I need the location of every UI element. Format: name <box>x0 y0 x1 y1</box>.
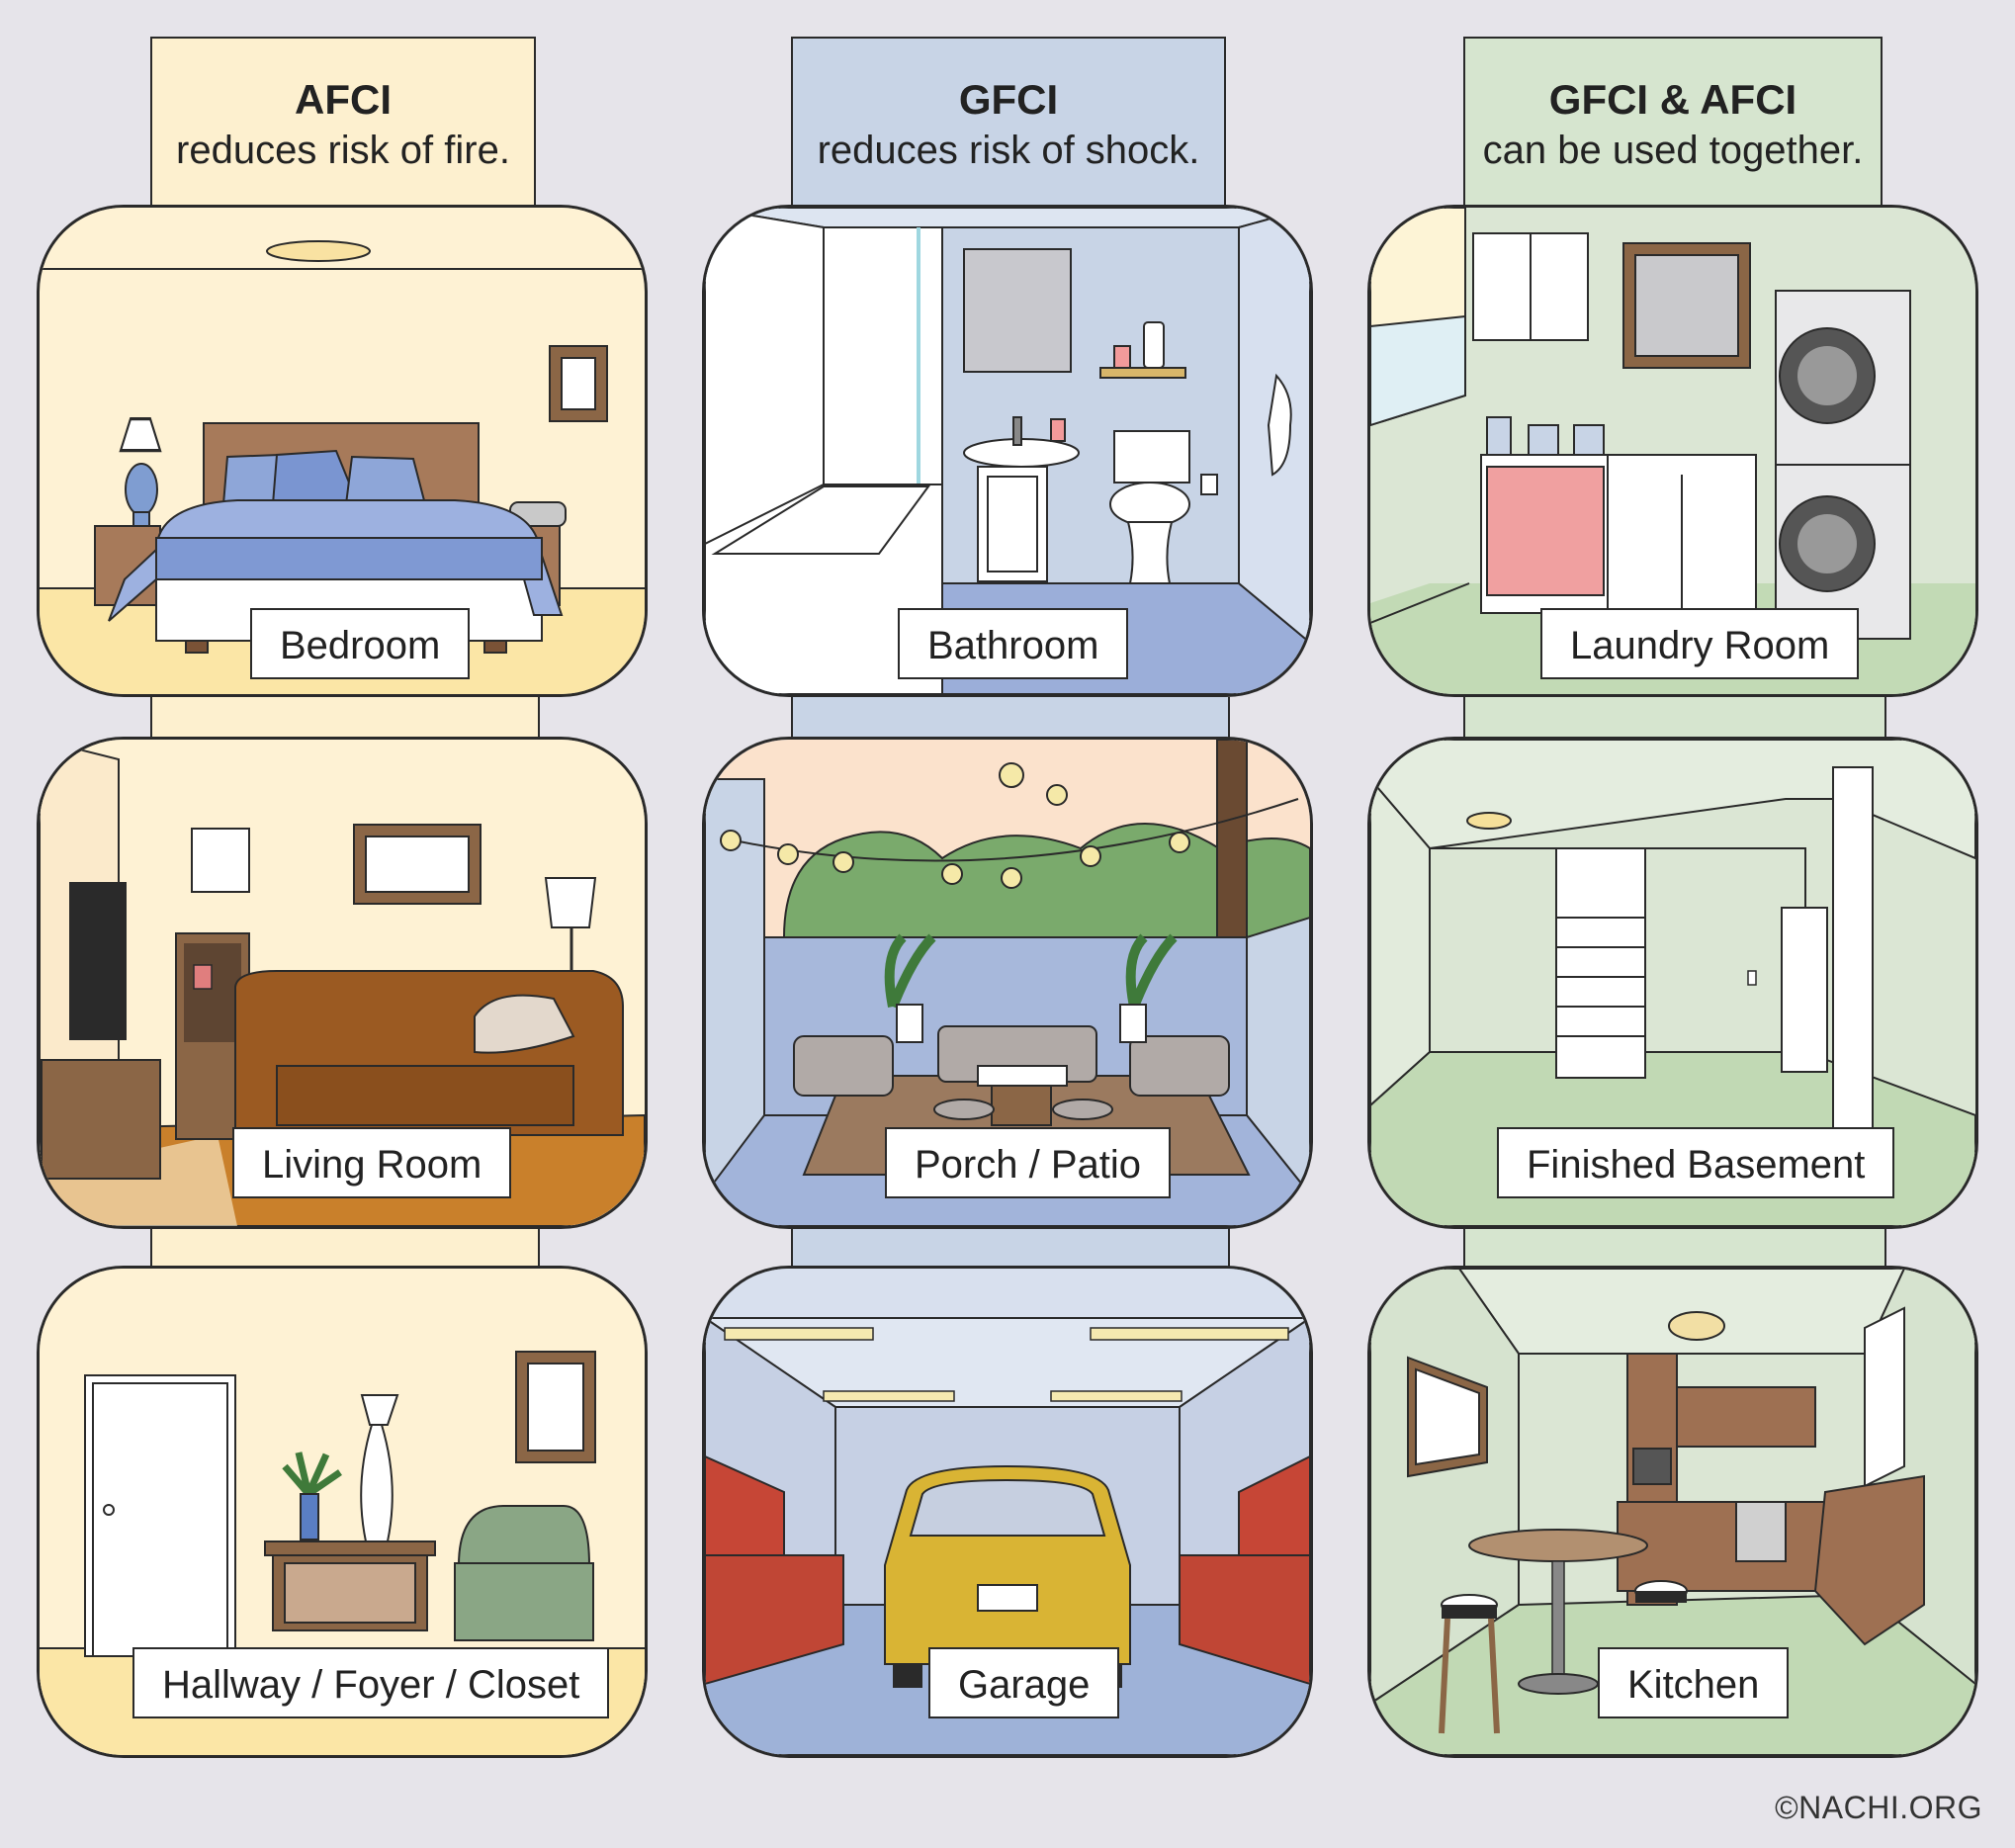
living-room-panel: Living Room <box>37 737 648 1229</box>
gfci-title: GFCI <box>958 76 1059 123</box>
living-room-label: Living Room <box>232 1127 512 1198</box>
garage-label: Garage <box>928 1647 1120 1718</box>
afci-header: AFCI reduces risk of fire. <box>150 37 536 205</box>
bathroom-panel: Bathroom <box>702 205 1313 697</box>
bathroom-illustration <box>705 208 1310 694</box>
bedroom-panel: Bedroom <box>37 205 648 697</box>
bathroom-label: Bathroom <box>898 608 1129 679</box>
gfci-header: GFCI reduces risk of shock. <box>791 37 1226 205</box>
porch-patio-label: Porch / Patio <box>885 1127 1172 1198</box>
afci-subtitle: reduces risk of fire. <box>176 129 510 172</box>
connector <box>150 1226 540 1271</box>
connector <box>1463 1226 1886 1271</box>
laundry-room-panel: Laundry Room <box>1367 205 1978 697</box>
combo-header: GFCI & AFCI can be used together. <box>1463 37 1883 205</box>
laundry-room-label: Laundry Room <box>1540 608 1860 679</box>
connector <box>150 697 540 742</box>
bedroom-illustration <box>40 208 645 694</box>
hallway-label: Hallway / Foyer / Closet <box>132 1647 610 1718</box>
combo-title: GFCI & AFCI <box>1548 76 1797 123</box>
connector <box>791 1226 1230 1271</box>
bedroom-label: Bedroom <box>250 608 471 679</box>
kitchen-label: Kitchen <box>1598 1647 1790 1718</box>
finished-basement-panel: Finished Basement <box>1367 737 1978 1229</box>
copyright-text: ©NACHI.ORG <box>1775 1790 1982 1825</box>
afci-title: AFCI <box>295 76 392 123</box>
connector <box>1463 697 1886 742</box>
gfci-subtitle: reduces risk of shock. <box>817 129 1200 172</box>
garage-panel: Garage <box>702 1266 1313 1758</box>
porch-patio-panel: Porch / Patio <box>702 737 1313 1229</box>
connector <box>791 697 1230 742</box>
finished-basement-label: Finished Basement <box>1497 1127 1895 1198</box>
kitchen-panel: Kitchen <box>1367 1266 1978 1758</box>
hallway-panel: Hallway / Foyer / Closet <box>37 1266 648 1758</box>
combo-subtitle: can be used together. <box>1482 129 1864 172</box>
kitchen-illustration <box>1370 1269 1975 1755</box>
